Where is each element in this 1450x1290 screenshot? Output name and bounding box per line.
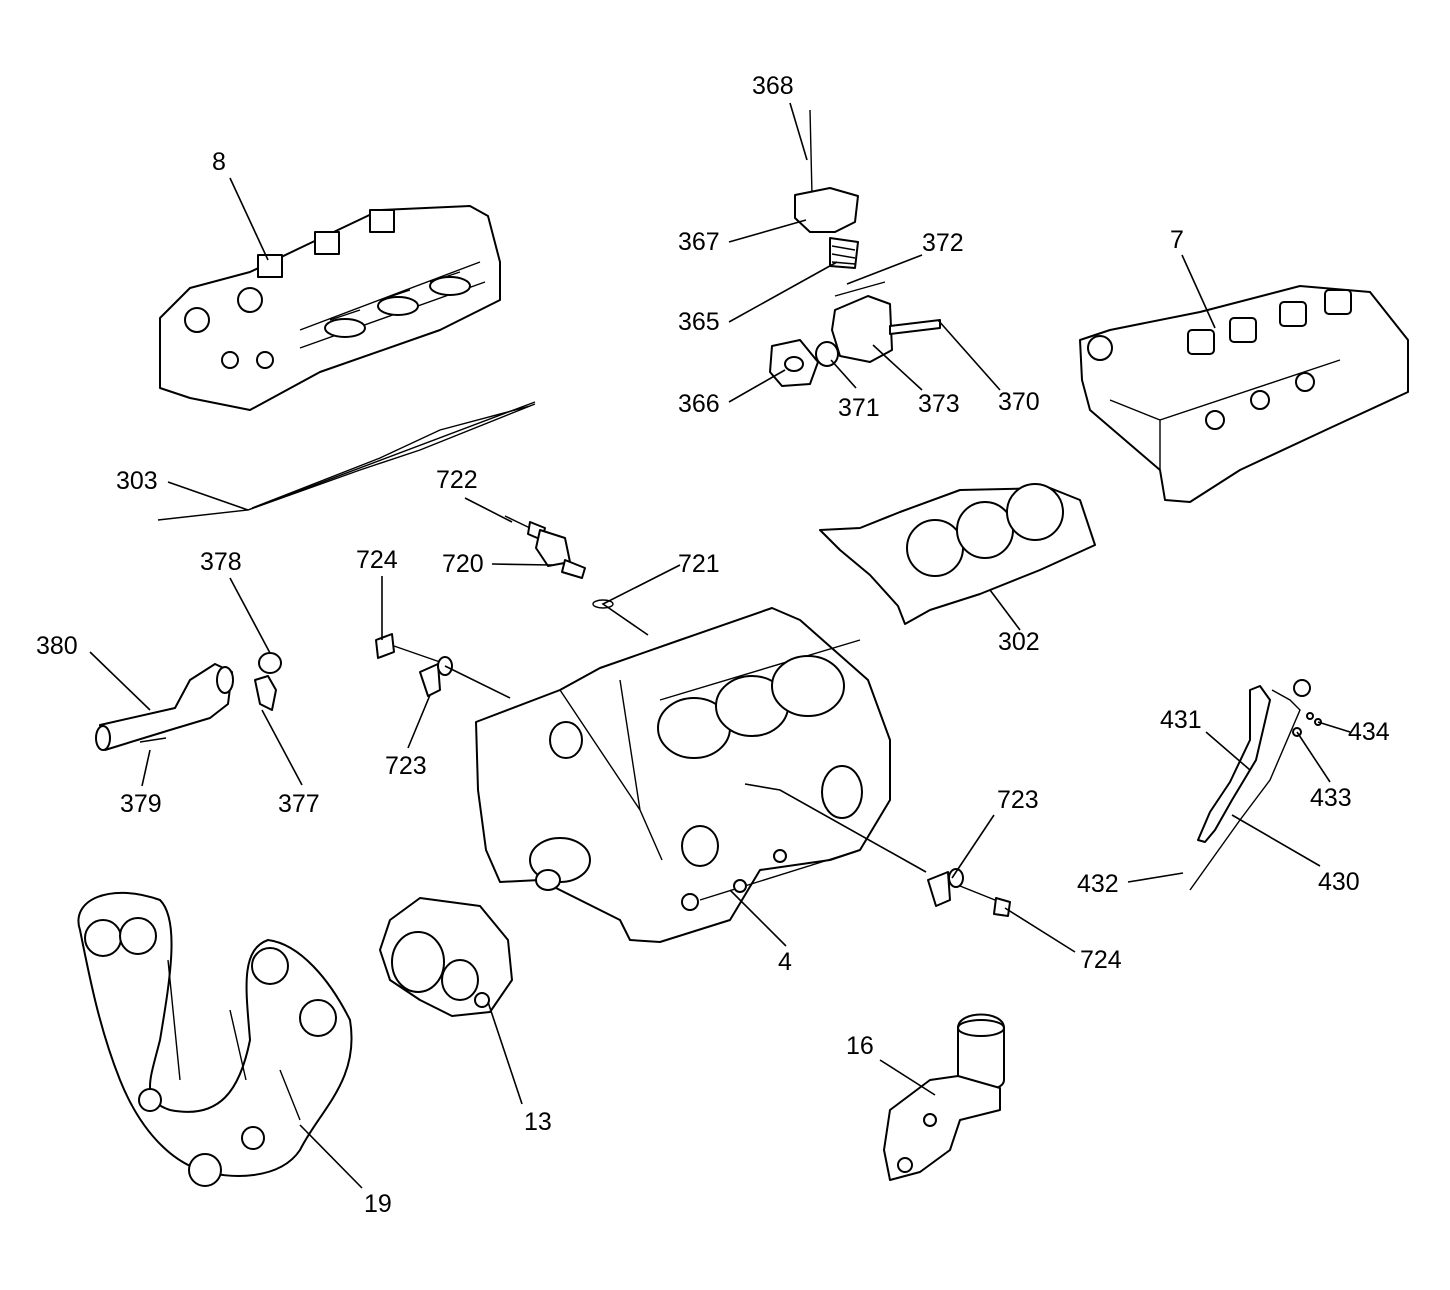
callout-432: 432 — [1077, 870, 1119, 898]
leader-432 — [1127, 872, 1184, 883]
callout-724a: 724 — [356, 546, 398, 574]
callout-368: 368 — [752, 72, 794, 100]
leader-13 — [487, 1001, 523, 1105]
leader-721 — [601, 564, 681, 636]
callout-373: 373 — [918, 390, 960, 418]
sensor-assembly — [504, 515, 614, 609]
knock-sensor-right — [927, 868, 1011, 917]
leader-lines — [89, 102, 1351, 1189]
leader-366 — [728, 369, 786, 403]
timing-chain-set — [77, 891, 353, 1187]
leader-720 — [491, 563, 553, 566]
leader-723b — [951, 814, 995, 879]
leader-434 — [1317, 721, 1351, 733]
leader-723b-link — [744, 783, 927, 873]
coolant-pipe — [95, 663, 234, 751]
oil-dipstick-tube — [1189, 679, 1322, 891]
callout-13: 13 — [524, 1108, 552, 1136]
leader-19 — [299, 1124, 363, 1189]
leader-368 — [789, 102, 808, 161]
leader-724b — [1004, 907, 1076, 953]
leader-373 — [872, 344, 923, 391]
oil-filter-housing — [883, 1013, 1005, 1181]
leader-4 — [729, 889, 787, 947]
callout-8: 8 — [212, 148, 226, 176]
head-gasket-left — [157, 401, 536, 521]
callout-433: 433 — [1310, 784, 1352, 812]
callout-7: 7 — [1170, 226, 1184, 254]
cylinder-head-left — [159, 205, 501, 411]
callout-labels: 8 368 367 372 365 366 371 373 370 7 303 … — [36, 72, 1390, 1218]
callout-303: 303 — [116, 467, 158, 495]
callout-721: 721 — [678, 550, 720, 578]
leader-722 — [464, 497, 513, 523]
gasket-seal — [254, 675, 277, 711]
leader-380 — [89, 651, 151, 711]
leader-367 — [728, 219, 807, 243]
leader-378 — [229, 577, 271, 654]
callout-723b: 723 — [997, 786, 1039, 814]
callout-4: 4 — [778, 948, 792, 976]
leader-433 — [1296, 731, 1331, 783]
callout-431: 431 — [1160, 706, 1202, 734]
callout-379: 379 — [120, 790, 162, 818]
leader-16 — [879, 1059, 936, 1096]
thermostat-housing-group — [769, 109, 941, 387]
callout-724b: 724 — [1080, 946, 1122, 974]
leader-372 — [846, 254, 923, 285]
water-pump — [379, 897, 513, 1017]
engine-block — [475, 607, 891, 943]
leader-365 — [728, 261, 838, 323]
callout-372: 372 — [922, 229, 964, 257]
head-gasket-right — [819, 483, 1096, 625]
callout-434: 434 — [1348, 718, 1390, 746]
leader-723a-link — [444, 665, 511, 699]
leader-370 — [937, 319, 1001, 391]
leader-7 — [1181, 254, 1216, 329]
callout-720: 720 — [442, 550, 484, 578]
callout-365: 365 — [678, 308, 720, 336]
callout-19: 19 — [364, 1190, 392, 1218]
callout-370: 370 — [998, 388, 1040, 416]
callout-16: 16 — [846, 1032, 874, 1060]
callout-378: 378 — [200, 548, 242, 576]
callout-302: 302 — [998, 628, 1040, 656]
callout-366: 366 — [678, 390, 720, 418]
leader-379 — [141, 749, 151, 787]
callout-377: 377 — [278, 790, 320, 818]
callout-367: 367 — [678, 228, 720, 256]
leader-302 — [989, 589, 1021, 631]
callout-723a: 723 — [385, 752, 427, 780]
leader-377 — [261, 709, 303, 786]
callout-430: 430 — [1318, 868, 1360, 896]
leader-431 — [1205, 731, 1251, 771]
seal-ring — [258, 652, 282, 674]
callout-380: 380 — [36, 632, 78, 660]
leader-8 — [229, 177, 269, 261]
callout-371: 371 — [838, 394, 880, 422]
cylinder-head-right — [1079, 285, 1409, 503]
leader-723a — [407, 694, 431, 749]
leader-430 — [1231, 814, 1321, 867]
leader-303 — [167, 481, 249, 511]
leader-371 — [830, 359, 857, 389]
callout-722: 722 — [436, 466, 478, 494]
knock-sensor-left — [375, 633, 453, 697]
